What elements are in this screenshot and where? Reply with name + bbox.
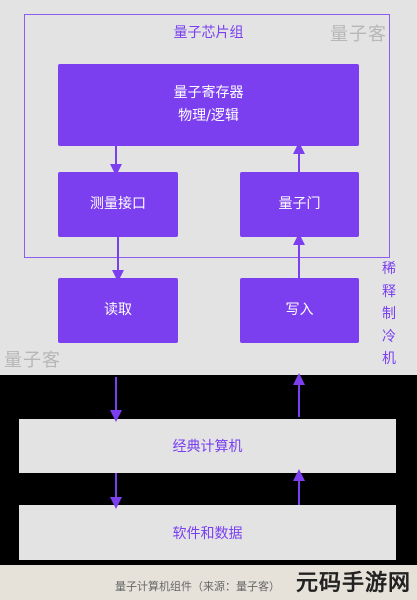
quantum-register-box: 量子寄存器 物理/逻辑 xyxy=(58,64,359,146)
dilution-refrigerator-label: 稀 释 制 冷 机 xyxy=(378,258,400,371)
quantum-gate-box: 量子门 xyxy=(240,172,359,237)
quantum-register-label: 量子寄存器 xyxy=(173,84,244,101)
quantum-chip-group-label: 量子芯片组 xyxy=(173,25,244,41)
measurement-interface-box: 测量接口 xyxy=(58,172,178,237)
measurement-interface-label: 测量接口 xyxy=(90,195,146,212)
dilution-refrigerator-char: 释 xyxy=(382,283,396,300)
watermark-bottom-left: 量子客 xyxy=(4,350,61,371)
dilution-refrigerator-char: 制 xyxy=(382,306,396,322)
dilution-refrigerator-char: 机 xyxy=(382,351,396,367)
write-box: 写入 xyxy=(240,278,359,343)
quantum-gate-label: 量子门 xyxy=(278,195,321,212)
quantum-chip-group-border xyxy=(24,14,390,258)
dilution-refrigerator-char: 冷 xyxy=(382,328,396,345)
watermark-top-right: 量子客 xyxy=(330,24,387,45)
figure-caption: 量子计算机组件（来源：量子客） xyxy=(115,580,280,593)
quantum-register-sublabel: 物理/逻辑 xyxy=(178,108,239,124)
classical-computer-box: 经典计算机 xyxy=(19,419,396,473)
software-data-box: 软件和数据 xyxy=(19,505,396,560)
read-label: 读取 xyxy=(104,301,132,318)
site-brand-logo: 元码手游网 xyxy=(295,571,411,596)
software-data-label: 软件和数据 xyxy=(172,525,243,542)
caption-band xyxy=(0,565,417,600)
read-box: 读取 xyxy=(58,278,178,343)
classical-computer-label: 经典计算机 xyxy=(172,439,243,455)
write-label: 写入 xyxy=(285,301,314,318)
dilution-refrigerator-char: 稀 xyxy=(382,261,396,277)
